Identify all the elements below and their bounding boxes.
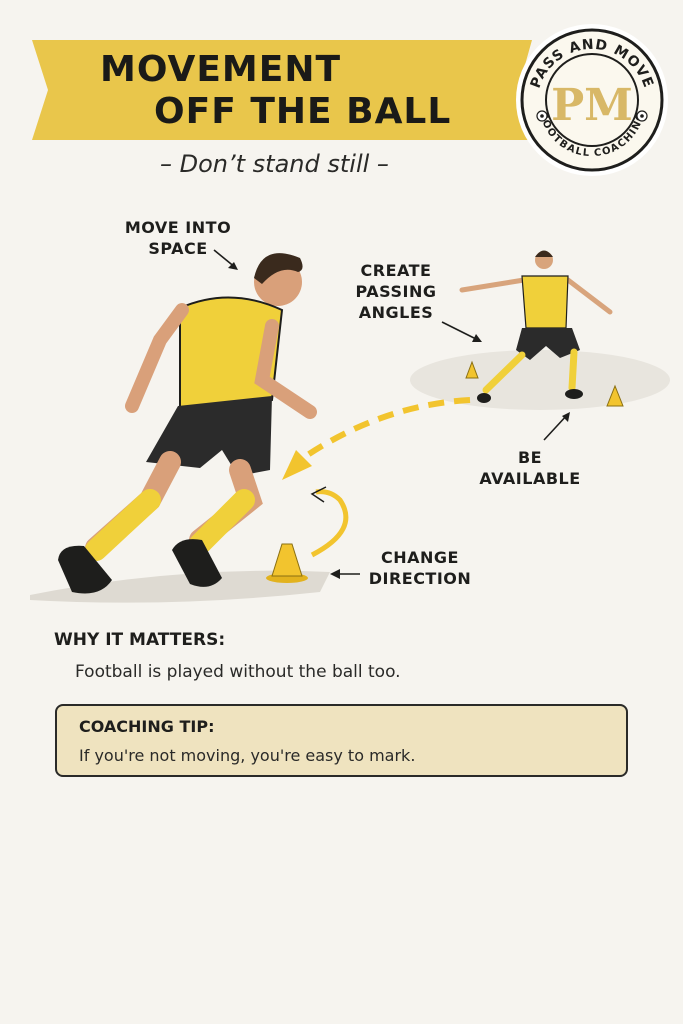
foreground-player xyxy=(58,253,317,594)
training-cone xyxy=(266,543,308,583)
title-banner: MOVEMENT OFF THE BALL xyxy=(32,40,532,140)
movement-illustration xyxy=(30,249,670,603)
callout-create-passing-angles: CREATE PASSING ANGLES xyxy=(355,261,437,322)
page-title-line-1: MOVEMENT xyxy=(100,49,342,90)
banner-ribbon xyxy=(32,40,532,140)
why-it-matters-text: Football is played without the ball too. xyxy=(75,662,401,682)
page-subtitle: – Don’t stand still – xyxy=(160,150,389,178)
coaching-tip-heading: COACHING TIP: xyxy=(79,717,215,736)
soccer-ball-icon xyxy=(536,110,548,122)
training-cone xyxy=(606,384,624,407)
callout-arrow xyxy=(330,569,360,579)
callout-arrow xyxy=(441,321,482,342)
soccer-ball-icon xyxy=(636,110,648,122)
pass-and-move-logo: PASS AND MOVE FOOTBALL COACHING PM xyxy=(512,20,672,180)
logo-monogram: PM xyxy=(551,80,633,131)
coaching-tip-text: If you're not moving, you're easy to mar… xyxy=(79,746,416,765)
page-title-line-2: OFF THE BALL xyxy=(154,91,452,132)
callout-be-available: BE AVAILABLE xyxy=(479,448,581,488)
run-path-arrow xyxy=(282,397,471,480)
background-player xyxy=(459,250,613,403)
callout-move-into-space: MOVE INTO SPACE xyxy=(124,218,232,258)
callout-arrow xyxy=(213,249,238,270)
change-direction-arrow xyxy=(310,486,349,558)
why-it-matters-heading: WHY IT MATTERS: xyxy=(54,630,226,650)
coaching-tip-box: COACHING TIP: If you're not moving, you'… xyxy=(55,704,628,777)
training-cone xyxy=(465,360,479,379)
callout-arrow xyxy=(543,412,570,441)
callout-change-direction: CHANGE DIRECTION xyxy=(368,548,472,588)
